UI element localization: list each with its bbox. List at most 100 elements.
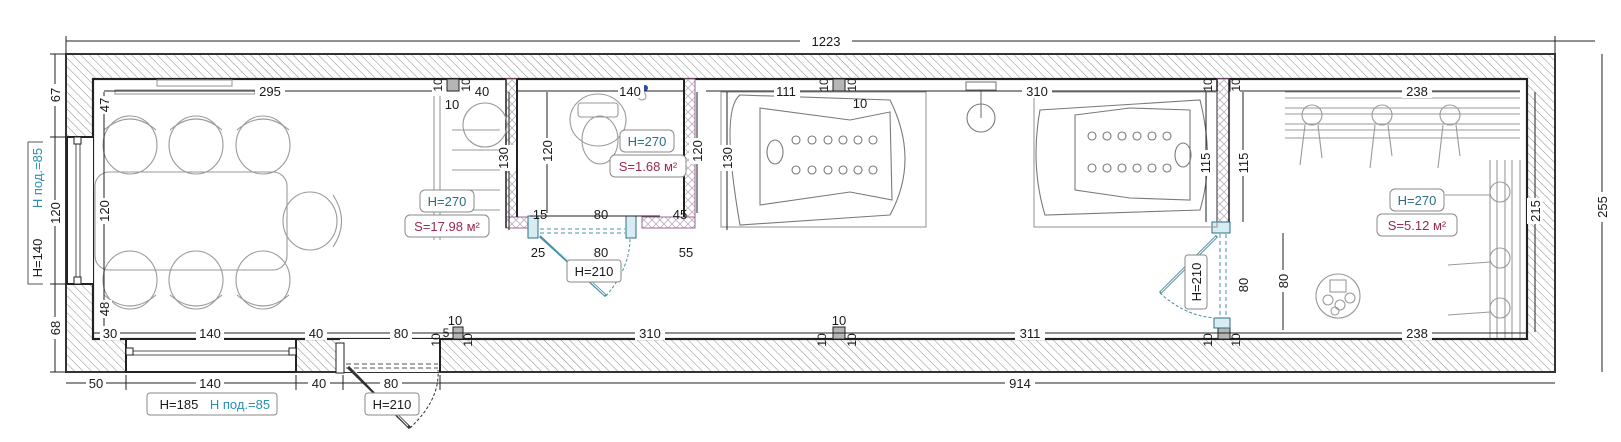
svg-text:80: 80 (384, 376, 398, 391)
sauna-door-tag: H=210 (1184, 254, 1208, 310)
svg-text:310: 310 (639, 326, 661, 341)
svg-text:10: 10 (445, 97, 459, 112)
svg-text:80: 80 (1276, 274, 1291, 288)
svg-text:140: 140 (619, 84, 641, 99)
svg-text:55: 55 (679, 245, 693, 260)
svg-text:238: 238 (1406, 84, 1428, 99)
svg-text:40: 40 (312, 376, 326, 391)
overall-width-dimension: 1223 (65, 33, 1595, 56)
person-figure (1447, 247, 1511, 269)
bottom-inner-dimensions: 30 140 40 80 10 5 10 10 310 10 10 10 311… (93, 313, 1527, 347)
left-window-tag: H под.=85 H=140 (27, 141, 45, 285)
svg-text:10: 10 (832, 313, 846, 328)
svg-text:40: 40 (309, 326, 323, 341)
entrance-door-tag: H=210 (364, 392, 420, 416)
svg-text:10: 10 (461, 333, 475, 347)
exterior-wall (65, 53, 1556, 373)
svg-text:140: 140 (199, 376, 221, 391)
svg-text:10: 10 (853, 96, 867, 111)
svg-text:10: 10 (1229, 78, 1243, 92)
svg-text:5: 5 (443, 326, 450, 340)
svg-text:80: 80 (394, 326, 408, 341)
person-figure (1447, 297, 1511, 319)
svg-text:S=17.98 м²: S=17.98 м² (414, 219, 480, 234)
svg-text:111: 111 (776, 84, 796, 99)
sauna-bench-top (1285, 91, 1520, 169)
svg-text:50: 50 (89, 376, 103, 391)
bottom-outer-dimensions: 50 140 40 80 914 (66, 375, 1555, 391)
svg-text:H=185: H=185 (160, 397, 199, 412)
column (446, 78, 460, 92)
chair (102, 115, 343, 310)
svg-text:10: 10 (1201, 333, 1215, 347)
bathtub-right (1033, 91, 1218, 228)
svg-text:S=1.68 м²: S=1.68 м² (619, 159, 678, 174)
svg-text:238: 238 (1406, 326, 1428, 341)
radiator (114, 79, 256, 95)
svg-text:47: 47 (97, 98, 112, 112)
svg-text:10: 10 (431, 78, 445, 92)
sauna-partition (1216, 78, 1230, 223)
svg-text:67: 67 (48, 88, 63, 102)
person-figure (1369, 104, 1393, 169)
svg-text:10: 10 (459, 78, 473, 92)
toilet (569, 93, 627, 165)
svg-text:S=5.12 м²: S=5.12 м² (1388, 218, 1447, 233)
entrance-door[interactable] (335, 339, 441, 430)
svg-text:130: 130 (496, 147, 511, 169)
dining-table (94, 115, 343, 310)
svg-text:80: 80 (594, 245, 608, 260)
bottom-window (125, 338, 297, 373)
sauna-room-tag: H=270 S=5.12 м² (1376, 188, 1458, 237)
wc-door-tag: H=210 (566, 259, 622, 283)
wc-room-tag: H=270 S=1.68 м² (609, 129, 687, 178)
inner-left-dimensions: 47 120 48 (96, 92, 112, 332)
svg-text:10: 10 (429, 333, 443, 347)
svg-text:80: 80 (594, 207, 608, 222)
svg-text:130: 130 (720, 147, 735, 169)
svg-text:10: 10 (845, 78, 859, 92)
living-room-tag: H=270 S=17.98 м² (404, 189, 490, 238)
svg-text:120: 120 (690, 140, 705, 162)
person-figure (1299, 104, 1323, 166)
svg-text:H=270: H=270 (1398, 193, 1437, 208)
dim-overall-width: 1223 (812, 34, 841, 49)
svg-text:H под.=85: H под.=85 (30, 148, 45, 208)
person-figure (1437, 104, 1461, 169)
svg-text:10: 10 (1229, 333, 1243, 347)
left-dimensions: 67 120 68 (47, 53, 66, 373)
svg-text:120: 120 (97, 200, 112, 222)
svg-text:914: 914 (1009, 376, 1031, 391)
svg-text:30: 30 (103, 326, 117, 341)
svg-text:45: 45 (673, 207, 687, 222)
svg-text:40: 40 (475, 84, 489, 99)
svg-text:H под.=85: H под.=85 (210, 397, 270, 412)
person-figure (1445, 181, 1511, 203)
svg-text:115: 115 (1236, 153, 1251, 174)
svg-text:80: 80 (1236, 278, 1251, 292)
svg-text:115: 115 (1198, 153, 1213, 174)
svg-text:10: 10 (1201, 78, 1215, 92)
bathtub-left (720, 91, 927, 228)
shower-mixer (965, 81, 997, 133)
bottom-window-tag: H=185 H под.=85 (146, 392, 278, 416)
svg-text:68: 68 (48, 321, 63, 335)
top-inner-dimensions: 295 10 10 40 10 140 111 10 10 10 310 10 … (104, 78, 1520, 112)
svg-text:H=210: H=210 (1189, 263, 1204, 302)
svg-text:48: 48 (97, 302, 112, 316)
left-window (66, 136, 93, 285)
svg-text:H=140: H=140 (30, 239, 45, 278)
svg-text:H=210: H=210 (373, 397, 412, 412)
overall-height-dimension: 255 (1594, 54, 1612, 372)
svg-text:10: 10 (817, 78, 831, 92)
svg-text:140: 140 (199, 326, 221, 341)
svg-text:10: 10 (845, 333, 859, 347)
dim-overall-height: 255 (1595, 196, 1610, 218)
column (832, 78, 846, 92)
svg-text:311: 311 (1020, 326, 1041, 341)
svg-text:25: 25 (531, 245, 545, 260)
svg-text:120: 120 (540, 140, 555, 162)
svg-text:H=270: H=270 (428, 194, 467, 209)
svg-text:310: 310 (1026, 84, 1048, 99)
svg-text:120: 120 (48, 202, 63, 224)
